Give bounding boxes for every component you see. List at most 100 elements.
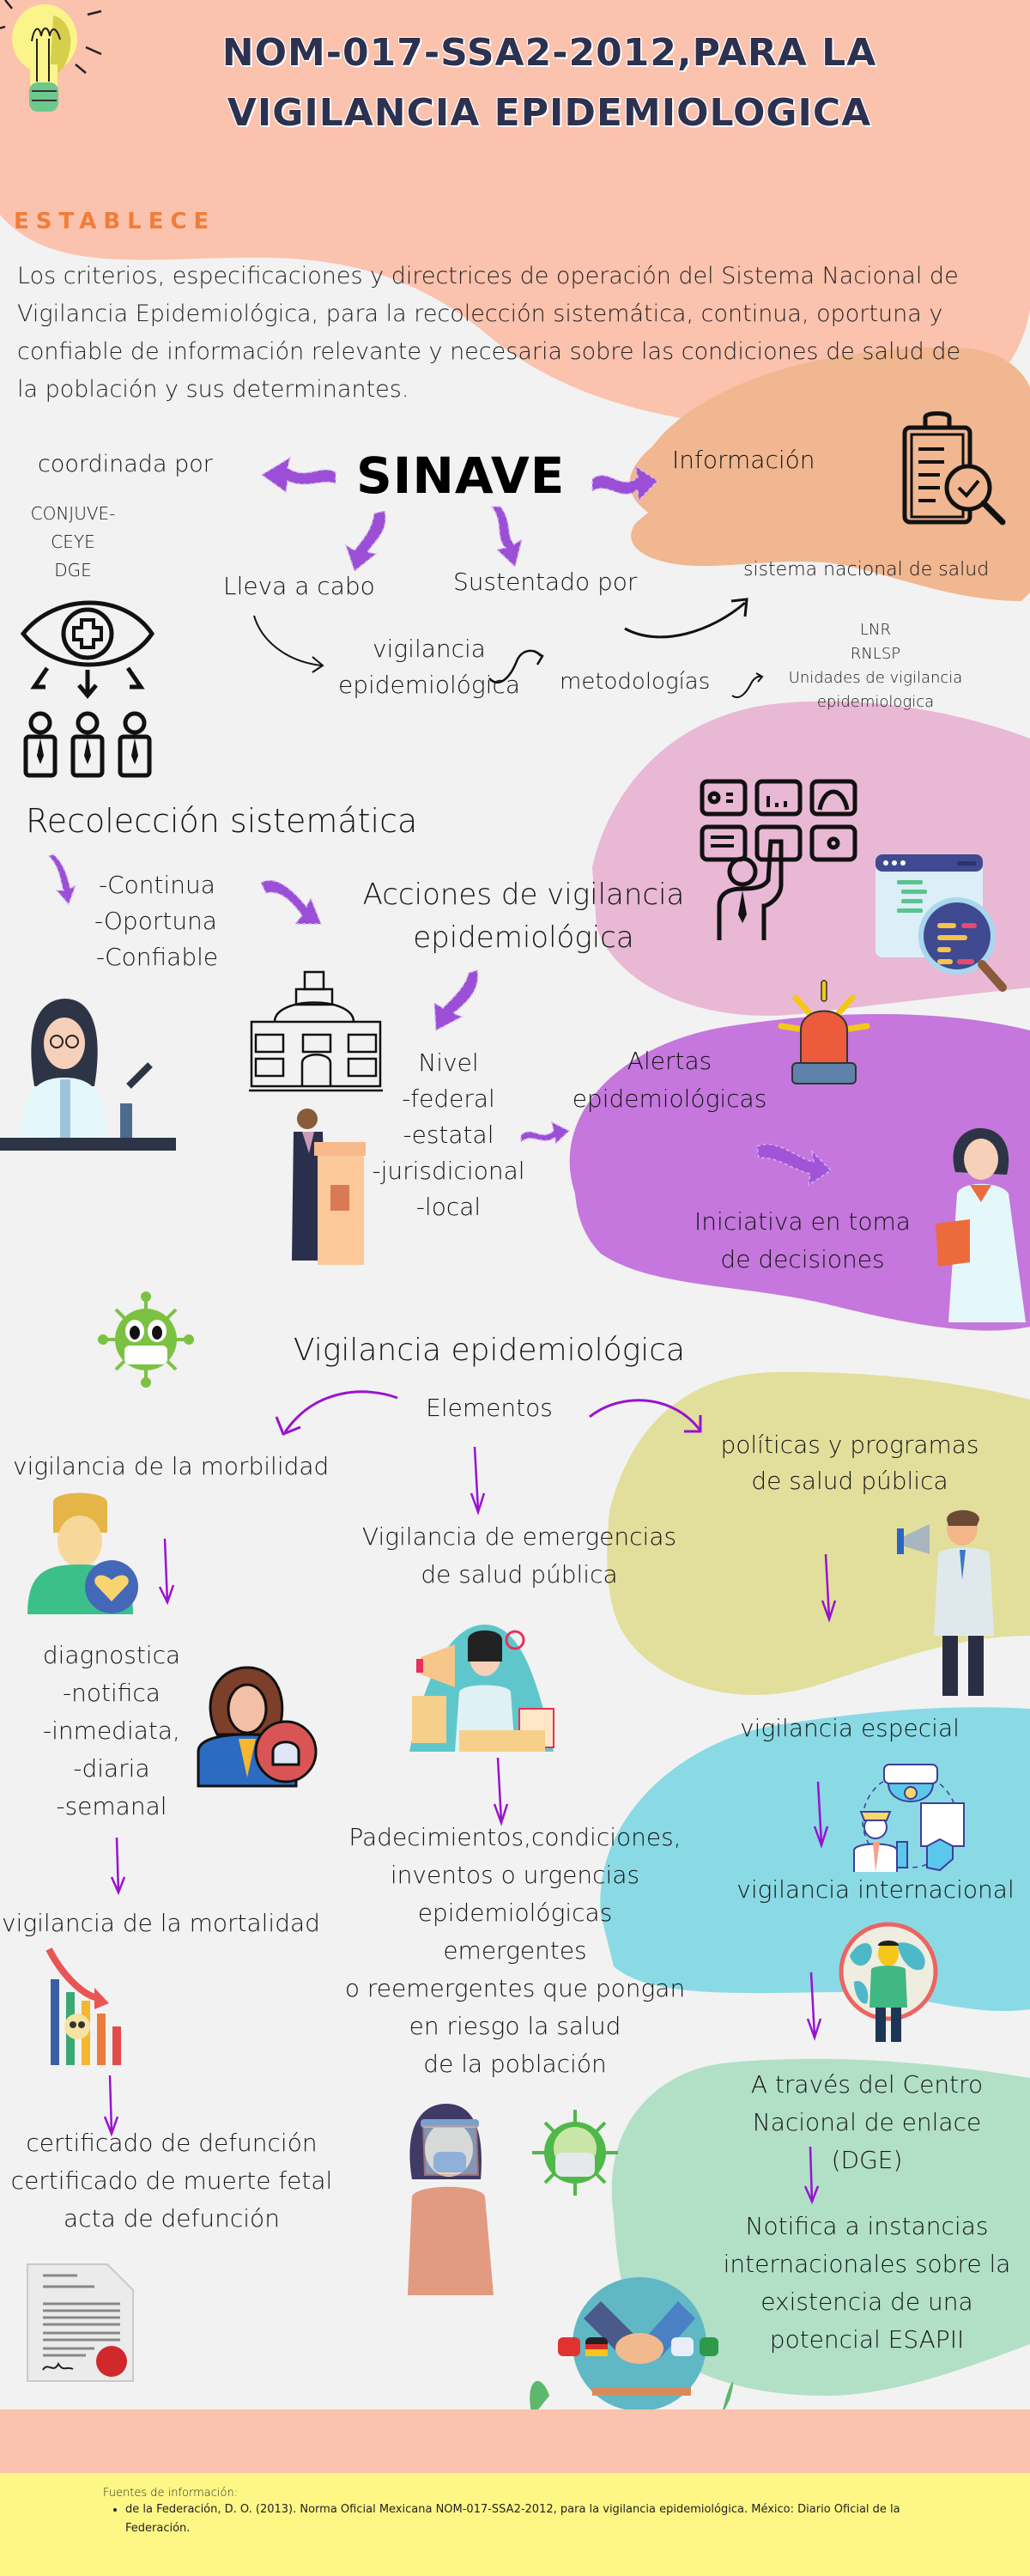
padecimientos-line5: o reemergentes que pongan [344,1974,686,2002]
centro-line1: A través del Centro [750,2070,984,2099]
virus-mask-icon [98,1291,194,1388]
recoleccion-item-oportuna: -Oportuna [94,907,217,935]
curved-arrow-right-icon [589,1399,702,1433]
sistema-nacional-salud-label: sistema nacional de salud [743,559,990,580]
elementos-label: Elementos [426,1394,553,1422]
vigilancia-morbilidad-label: vigilancia de la morbilidad [13,1452,330,1480]
unit-vigilancia: Unidades de vigilancia [788,669,963,687]
acciones-vigilancia-line2: epidemiológica [413,920,634,955]
squiggle-arrow-icon [488,649,544,683]
morbilidad-item-diagnostica: diagnostica [42,1641,181,1669]
nivel-jurisdicional: -jurisdicional [372,1157,525,1185]
source-item: de la Federación, D. O. (2013). Norma Of… [125,2500,949,2538]
small-squiggle-arrow-icon [731,672,764,699]
padecimientos-line3: epidemiológicas [417,1899,613,1927]
thin-arrow-down-icon [803,2146,820,2205]
mortalidad-item-acta-defuncion: acta de defunción [64,2204,280,2233]
thin-arrow-down-icon [493,1757,509,1826]
metodologias-label: metodologías [560,669,711,695]
vigilancia-emergencias-line1: Vigilancia de emergencias [361,1522,677,1551]
thick-arrow-right-icon [520,1121,571,1145]
notifica-line3: existencia de una [760,2287,973,2316]
mortality-chart-skull-icon [45,1945,159,2069]
politicas-line2: de salud pública [751,1467,948,1495]
doctor-megaphone-illustration [895,1507,998,1700]
nivel-label: Nivel [418,1048,479,1077]
sinave-label: SINAVE [356,447,566,505]
vigilancia-especial-label: vigilancia especial [740,1714,960,1742]
thin-arrow-down-icon [806,1971,822,2041]
establece-label: ESTABLECE [14,209,216,234]
notifica-line4: potencial ESAPII [769,2325,965,2354]
coordinator-ceye: CEYE [51,532,95,552]
vigilancia-internacional-label: vigilancia internacional [736,1875,1015,1904]
thick-arrow-down-right-icon [756,1144,833,1187]
nivel-local: -local [415,1193,482,1221]
coordinator-conjuve: CONJUVE- [30,503,116,524]
mortalidad-item-muerte-fetal: certificado de muerte fetal [10,2166,333,2195]
sustentado-por-label: Sustentado por [453,568,638,596]
scientist-microscope-illustration [0,983,180,1151]
vigilancia-emergencias-line2: de salud pública [421,1560,618,1589]
alertas-line1: Alertas [627,1047,712,1075]
sources-label: Fuentes de información: [103,2487,239,2500]
recoleccion-item-continua: -Continua [99,871,215,899]
page-title-line2: VIGILANCIA EPIDEMIOLOGICA [227,91,872,135]
certificate-document-icon [26,2263,137,2383]
politicas-line1: políticas y programas [720,1431,979,1459]
coordinator-dge: DGE [54,560,92,580]
morbilidad-item-diaria: -diaria [73,1754,150,1783]
thin-arrow-down-icon [470,1446,486,1516]
woman-face-shield-illustration [399,2102,506,2295]
thick-arrow-down-left-icon [344,510,386,573]
sources-list: de la Federación, D. O. (2013). Norma Of… [103,2500,949,2538]
speaker-podium-illustration [283,1106,366,1265]
padecimientos-line6: en riesgo la salud [409,2012,621,2040]
public-announcement-illustration [408,1623,575,1752]
nivel-estatal: -estatal [403,1121,494,1149]
vigilancia-epidemiologica-line2: epidemiológica [337,671,520,699]
recoleccion-heading: Recolección sistemática [26,802,418,840]
notifica-line1: Notifica a instancias [745,2212,989,2240]
padecimientos-line1: Padecimientos,condiciones, [348,1823,682,1851]
thin-arrow-down-icon [103,2075,119,2137]
morbilidad-item-inmediata: -inmediata, [43,1716,180,1745]
nivel-federal: -federal [402,1084,495,1113]
unit-lnr: LNR [860,621,891,639]
thick-arrow-down-right-icon [490,506,524,568]
lightbulb-icon [0,0,102,116]
thin-arrow-down-icon [158,1538,175,1606]
thick-arrow-down-right-icon [47,854,77,906]
thick-arrow-down-left-icon [433,969,479,1032]
thick-arrow-left-icon [260,456,336,494]
security-surveillance-icon [853,1760,970,1876]
international-meeting-illustration [524,2275,742,2421]
thick-arrow-down-right-icon [260,879,323,925]
government-building-icon [249,970,386,1095]
global-person-icon [837,1922,940,2046]
alertas-line2: epidemiológicas [572,1084,767,1113]
padecimientos-line2: inventos o urgencias [390,1861,640,1889]
mortalidad-item-certificado-defuncion: certificado de defunción [26,2129,318,2157]
notifica-line2: internacionales sobre la [723,2250,1011,2278]
coordinada-por-label: coordinada por [38,451,213,477]
centro-line3: (DGE) [831,2146,903,2174]
acciones-vigilancia-line1: Acciones de vigilancia [362,878,685,912]
lleva-a-cabo-label: Lleva a cabo [223,572,375,600]
virus-mask-icon [528,2105,622,2200]
clipboard-checklist-icon [893,410,1013,531]
sources-footer: Fuentes de información: de la Federación… [0,2473,1030,2576]
padecimientos-line7: de la población [423,2050,607,2078]
sick-person-heart-icon [26,1492,146,1614]
vigilancia-mortalidad-label: vigilancia de la mortalidad [2,1909,320,1937]
iniciativa-line1: Iniciativa en toma [694,1207,911,1236]
eye-network-icon [20,600,176,786]
unit-epidemiologica: epidemiologica [816,693,935,711]
thin-arrow-down-icon [821,1553,837,1623]
padecimientos-line4: emergentes [443,1936,587,1965]
intro-paragraph: Los criterios, especificaciones y direct… [17,263,961,403]
unit-rnlsp: RNLSP [850,645,901,663]
page-title-line1: NOM-017-SSA2-2012,PARA LA [221,31,877,75]
curved-arrow-to-vigilancia-icon [253,615,324,673]
centro-line2: Nacional de enlace [752,2108,982,2136]
